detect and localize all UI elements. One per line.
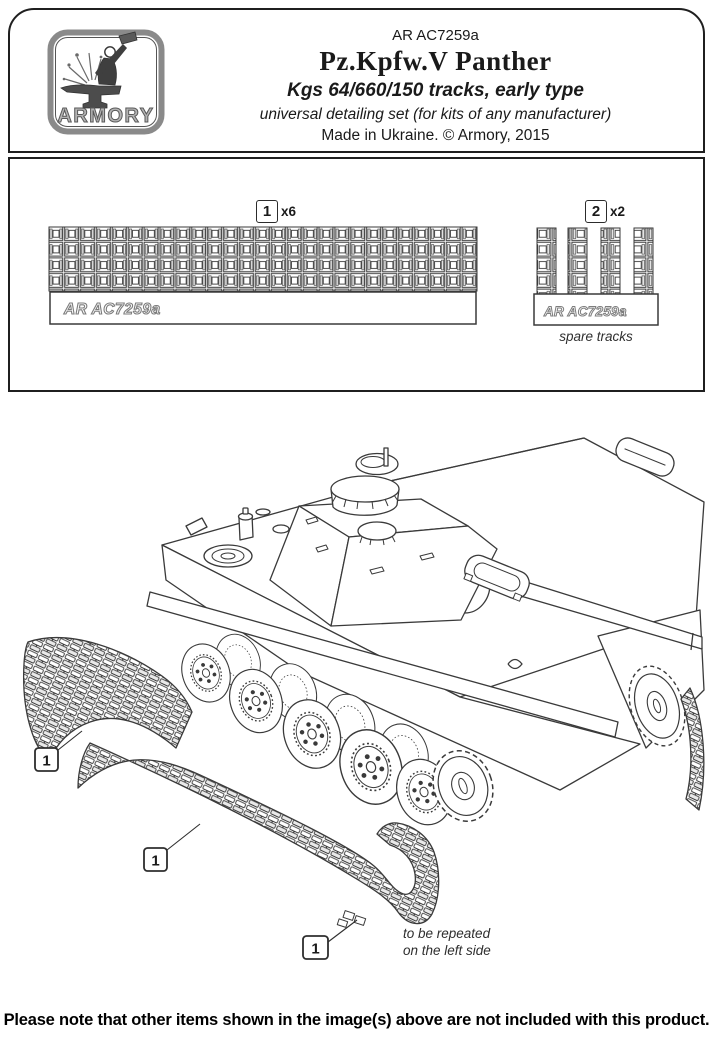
armory-logo: ARMORY (47, 29, 165, 135)
commander-cupola (330, 447, 400, 516)
header-section: ARMORY AR AC7259a Pz.Kpfw.V Panther Kgs … (8, 8, 705, 153)
footer-disclaimer: Please note that other items shown in th… (3, 1011, 710, 1029)
track-run-upper (22, 637, 193, 761)
logo-wordmark: ARMORY (57, 105, 154, 127)
part2-number: 2 (591, 203, 601, 220)
callout-box-3: 1 (302, 935, 329, 960)
callout-box-2: 1 (143, 847, 168, 872)
callout-number-1: 1 (42, 753, 50, 770)
drive-sprocket (432, 749, 494, 823)
tank-illustration: 1 1 1 to be repeated on the left side (22, 437, 705, 960)
product-code: AR AC7259a (392, 27, 479, 44)
blacksmith-icon: ARMORY (47, 29, 165, 135)
track-run-lower (77, 742, 440, 925)
blacksmith-figure (95, 31, 138, 86)
track-partial-right (680, 687, 705, 811)
part1-number-box: 1 (256, 200, 278, 223)
callout-box-1: 1 (34, 747, 59, 772)
part1-number: 1 (262, 203, 272, 220)
part1-sprue-image: AR AC7259a (48, 226, 478, 325)
part1-sprue-label: AR AC7259a (63, 301, 161, 318)
turret (269, 447, 703, 651)
part1-track-links (48, 226, 478, 292)
part2-sprue-strip (533, 293, 659, 326)
road-wheels (173, 627, 494, 834)
idler-wheel (628, 665, 686, 747)
callouts: 1 1 1 (34, 730, 358, 960)
part2-number-box: 2 (585, 200, 607, 223)
product-subtitle: Kgs 64/660/150 tracks, early type (287, 80, 584, 101)
tank-drawing: 1 1 1 to be repeated on the left side (22, 437, 705, 960)
part1-label: 1 x6 (256, 200, 296, 223)
spare-tracks-caption: spare tracks (559, 329, 633, 344)
part2-sprue-label: AR AC7259a (543, 304, 627, 319)
anvil (60, 84, 122, 109)
track-end-links (336, 910, 367, 928)
assembly-note: to be repeated on the left side (403, 926, 491, 958)
part2-track-columns (536, 227, 654, 295)
callout-number-3: 1 (311, 941, 319, 958)
part1-sprue-strip (49, 291, 477, 325)
product-description: universal detailing set (for kits of any… (259, 106, 612, 123)
product-origin: Made in Ukraine. © Armory, 2015 (321, 126, 550, 144)
part2-quantity: x2 (610, 204, 626, 219)
assembly-note-line2: on the left side (403, 943, 491, 958)
part2-sprue-image: AR AC7259a (533, 227, 659, 326)
turret-vent (357, 521, 397, 541)
callout-number-2: 1 (151, 853, 159, 870)
header-text-block: AR AC7259a Pz.Kpfw.V Panther Kgs 64/660/… (178, 28, 693, 143)
assembly-note-line1: to be repeated (403, 926, 491, 941)
part2-label: 2 x2 (585, 200, 625, 223)
part1-quantity: x6 (281, 204, 297, 219)
product-title: Pz.Kpfw.V Panther (319, 46, 552, 76)
deck-details (185, 437, 675, 602)
